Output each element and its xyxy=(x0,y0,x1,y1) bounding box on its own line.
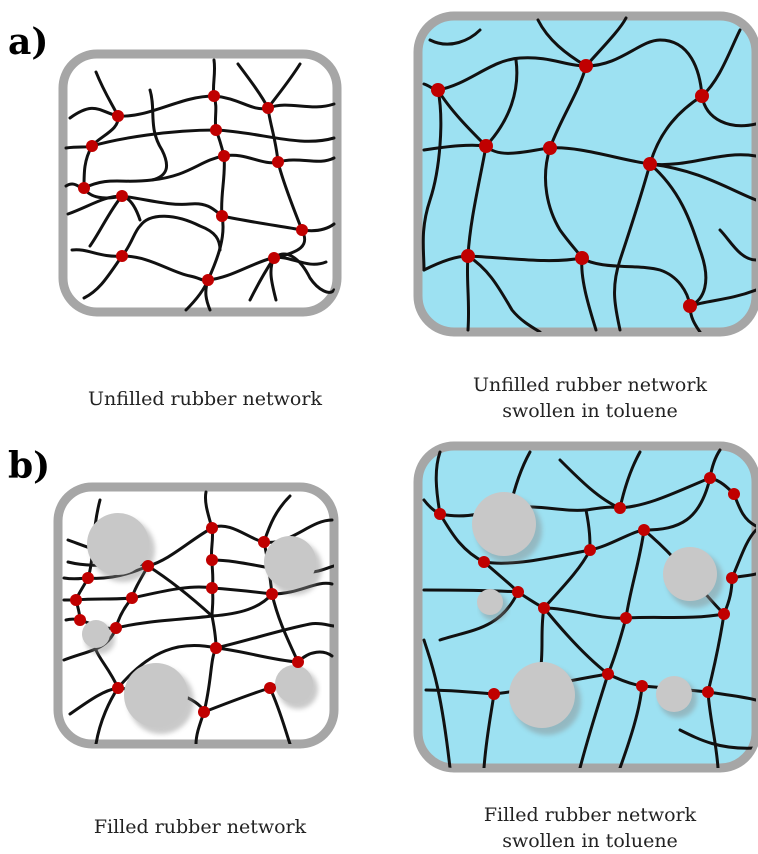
unfilled-network-diagram xyxy=(58,49,342,317)
caption-unfilled: Unfilled rubber network xyxy=(60,386,350,412)
caption-filled-line-1: Filled rubber network xyxy=(93,816,307,838)
caption-unfilled-swollen-line-1: Unfilled rubber network xyxy=(473,374,707,396)
filled-network-diagram xyxy=(53,482,339,749)
caption-filled-swollen: Filled rubber network swollen in toluene xyxy=(440,802,740,854)
filler-particles-swollen xyxy=(472,492,723,735)
unfilled-swollen-network-diagram xyxy=(413,11,758,337)
caption-filled: Filled rubber network xyxy=(55,814,345,840)
caption-filled-swollen-line-2: swollen in toluene xyxy=(502,830,678,852)
panel-label-a: a) xyxy=(8,21,49,63)
caption-unfilled-swollen-line-2: swollen in toluene xyxy=(502,400,678,422)
crosslinks-unfilled xyxy=(78,90,308,286)
crosslinks-filled xyxy=(70,522,304,718)
caption-filled-swollen-line-1: Filled rubber network xyxy=(483,804,697,826)
filled-swollen-network-diagram xyxy=(413,441,758,773)
crosslinks-filled-swollen xyxy=(434,472,740,700)
panel-label-b: b) xyxy=(8,445,51,487)
crosslinks-swollen xyxy=(431,59,709,313)
frame-unfilled-swollen xyxy=(413,11,758,337)
filler-particles-filled xyxy=(82,513,322,734)
caption-unfilled-line-1: Unfilled rubber network xyxy=(88,388,322,410)
caption-unfilled-swollen: Unfilled rubber network swollen in tolue… xyxy=(440,372,740,424)
